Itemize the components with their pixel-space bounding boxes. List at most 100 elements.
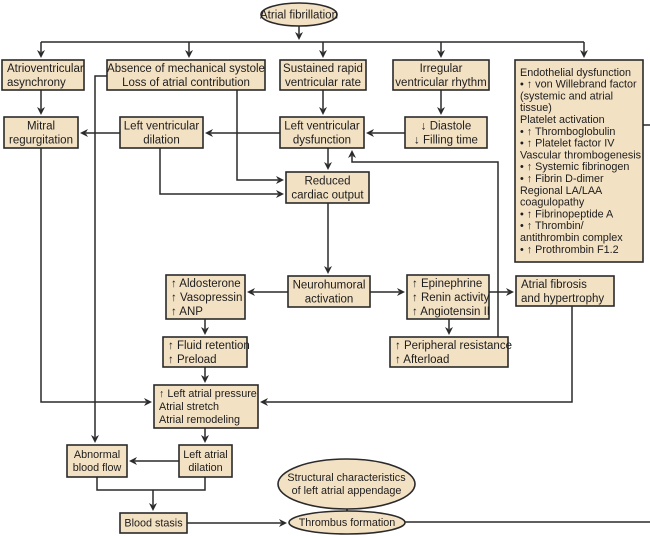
node-label-line: Irregular xyxy=(420,63,463,75)
edge-bus-endothelial xyxy=(580,42,588,58)
node-label-line: blood flow xyxy=(73,462,122,474)
node-label-line: dysfunction xyxy=(293,134,351,146)
edge-lvdys-lvdil xyxy=(205,129,280,137)
node-label-line: Left ventricular xyxy=(284,120,360,132)
connector-arrowhead xyxy=(324,266,332,274)
edge-diastole-lvdys xyxy=(366,129,405,137)
connector-arrowhead xyxy=(37,107,45,115)
node-shape xyxy=(404,116,488,149)
node-label-line: Atrial fibrosis xyxy=(521,279,587,291)
connector-arrowhead xyxy=(260,398,268,406)
node-label-line: and hypertrophy xyxy=(521,293,604,305)
node-label-line: regurgitation xyxy=(9,134,73,146)
node-label-line: ↑ Afterload xyxy=(395,354,449,366)
node-shape xyxy=(392,59,490,91)
edge-epi-fibrosis xyxy=(489,288,514,296)
node-epinephrine: ↑ Epinephrine ↑ Renin activity ↑ Angiotens… xyxy=(406,274,490,320)
node-af: Atrial fibrillation xyxy=(260,2,338,27)
connector-arrowhead xyxy=(276,190,284,198)
node-label-line: ↑ Aldosterone xyxy=(171,278,241,290)
node-label-line: • ↑ Systemic fibrinogen xyxy=(520,161,629,173)
node-label-line: ↑ Angiotensin II xyxy=(412,306,490,318)
edge-ladil-abnormal xyxy=(129,457,179,465)
node-shape xyxy=(3,116,79,149)
connector-arrowhead xyxy=(580,50,588,58)
edge-fibrosis-lapress xyxy=(260,306,573,406)
connector-arrowhead xyxy=(445,327,453,335)
edge-epi-peripheral xyxy=(445,319,453,335)
connector-arrowhead xyxy=(37,50,45,58)
connector-line xyxy=(40,148,146,403)
edge-absence-reduced xyxy=(236,90,284,184)
edge-neuro-aldo xyxy=(247,288,288,296)
node-shape xyxy=(106,59,266,91)
node-label-line: Vascular thrombogenesis xyxy=(520,149,642,161)
connector-arrowhead xyxy=(247,288,255,296)
connector-line xyxy=(351,156,499,337)
connector-arrowhead xyxy=(295,32,303,40)
node-label-line: Abnormal xyxy=(74,449,120,461)
node-label-line: ↑ Renin activity xyxy=(412,292,490,304)
node-label-line: ↑ Fluid retention xyxy=(168,340,250,352)
node-peripheral: ↑ Peripheral resistance ↑ Afterload xyxy=(389,336,512,368)
node-label-line: (systemic and atrial xyxy=(520,90,613,102)
node-label-line: Absence of mechanical systole xyxy=(107,63,265,75)
connector-arrowhead xyxy=(80,129,88,137)
edge-bus-av xyxy=(37,42,45,58)
connector-arrowhead xyxy=(348,150,356,158)
node-label-line: • ↑ Platelet factor IV xyxy=(520,138,615,150)
edge-neuro-epi xyxy=(370,288,405,296)
node-fibrosis: Atrial fibrosis and hypertrophy xyxy=(515,275,615,307)
node-shape xyxy=(153,384,259,429)
edge-rapid-lvdys xyxy=(319,90,327,115)
node-label-line: Reduced xyxy=(304,175,350,187)
node-label-line: • ↑ Fibrinopeptide A xyxy=(520,208,614,220)
node-label-line: • ↑ Thrombin/ xyxy=(520,220,584,232)
connector-arrowhead xyxy=(91,435,99,443)
node-shape xyxy=(277,458,416,510)
connector-arrowhead xyxy=(276,176,284,184)
edge-absence-mitral-line xyxy=(91,75,107,443)
node-label-line: ventricular rate xyxy=(285,77,361,89)
node-label-line: Blood stasis xyxy=(124,518,183,530)
node-label-line: Atrial fibrillation xyxy=(260,9,338,21)
node-shape xyxy=(287,275,371,308)
connector-arrowhead xyxy=(506,288,514,296)
connector-line xyxy=(266,306,573,403)
node-label-line: ↑ Left atrial pressure xyxy=(159,388,257,400)
node-label-line: activation xyxy=(305,293,354,305)
node-label-line: ↑ Epinephrine xyxy=(412,278,482,290)
edge-join-stasis-down xyxy=(149,490,157,511)
edge-av-mitral xyxy=(37,90,45,115)
node-shape xyxy=(279,59,367,91)
edge-irregular-diastole xyxy=(437,90,445,115)
connector-arrowhead xyxy=(319,50,327,58)
node-shape xyxy=(406,274,490,320)
edge-stasis-thrombus xyxy=(187,519,287,527)
node-label-line: Atrial remodeling xyxy=(159,414,240,426)
edge-lapress-ladil xyxy=(201,428,209,443)
connector-arrowhead xyxy=(205,129,213,137)
connector-arrowhead xyxy=(201,435,209,443)
connector-arrowhead xyxy=(201,375,209,383)
edge-af-bus xyxy=(295,26,303,40)
edge-bus-irregular xyxy=(437,42,445,58)
node-label-line: • ↑ von Willebrand factor xyxy=(520,79,637,91)
node-label-line: Sustained rapid xyxy=(283,63,363,75)
connector-arrowhead xyxy=(129,457,137,465)
node-label-line: Loss of atrial contribution xyxy=(122,77,250,89)
node-label-line: ventricular rhythm xyxy=(395,77,486,89)
connector-line xyxy=(159,148,278,195)
edge-endo-thrombus xyxy=(405,124,650,523)
node-label-line: ↑ Peripheral resistance xyxy=(395,340,512,352)
connector-line xyxy=(405,124,650,523)
node-blood-stasis: Blood stasis xyxy=(119,512,188,534)
node-label-line: • ↑ Prothrombin F1.2 xyxy=(520,244,619,256)
node-label-line: asynchrony xyxy=(7,77,66,89)
node-shape xyxy=(119,116,204,149)
